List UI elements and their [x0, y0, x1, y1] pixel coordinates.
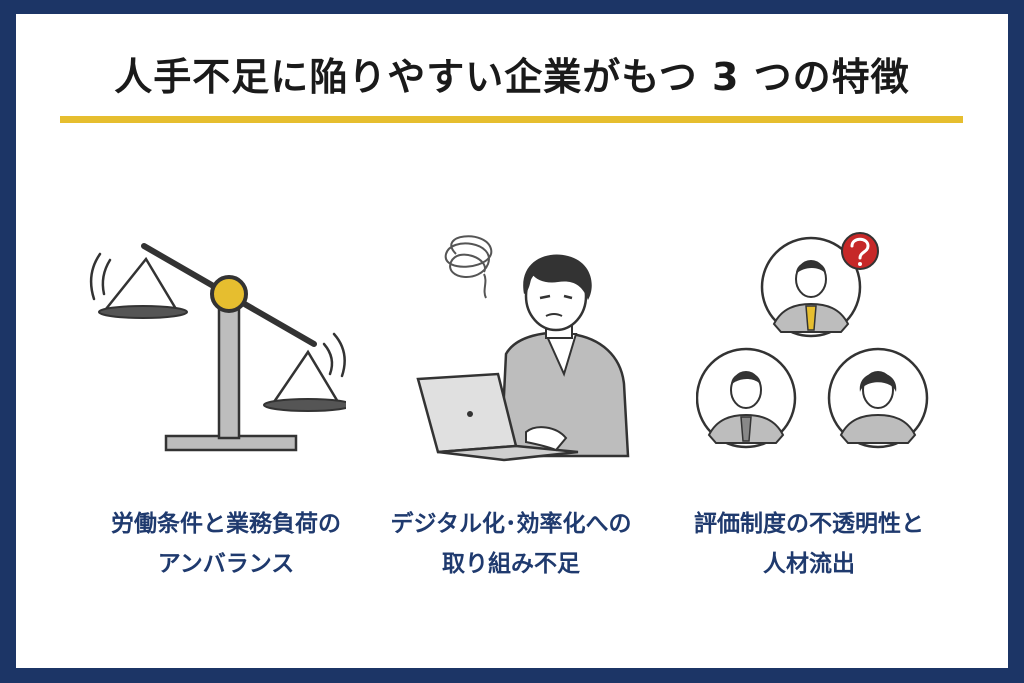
feature-1-line-2: アンバランス — [157, 551, 295, 577]
feature-2-illustration — [396, 224, 726, 474]
feature-1-illustration — [46, 224, 376, 464]
feature-3-line-1: 評価制度の不透明性と — [694, 511, 924, 537]
feature-2-line-1: デジタル化･効率化への — [390, 511, 632, 537]
stressed-worker-laptop-icon — [416, 235, 630, 462]
feature-3-caption: 評価制度の不透明性と 人材流出 — [644, 504, 974, 584]
feature-1-line-1: 労働条件と業務負荷の — [111, 511, 341, 537]
employees-question-icon — [696, 232, 929, 449]
feature-2-caption: デジタル化･効率化への 取り組み不足 — [346, 504, 676, 584]
feature-3-line-2: 人材流出 — [763, 551, 855, 577]
employee-portrait-top — [760, 236, 862, 338]
feature-1-caption: 労働条件と業務負荷の アンバランス — [61, 504, 391, 584]
page-title: 人手不足に陥りやすい企業がもつ 3 つの特徴 — [114, 55, 910, 99]
employee-portrait-left — [696, 347, 797, 449]
question-mark-icon — [841, 232, 879, 270]
balance-scale-icon — [89, 243, 346, 452]
infographic-card: 人手不足に陥りやすい企業がもつ 3 つの特徴 — [16, 14, 1008, 668]
feature-2-line-2: 取り組み不足 — [442, 551, 580, 577]
employee-portrait-right — [827, 347, 929, 449]
feature-3-illustration — [696, 224, 1024, 484]
title-underline — [60, 116, 963, 123]
